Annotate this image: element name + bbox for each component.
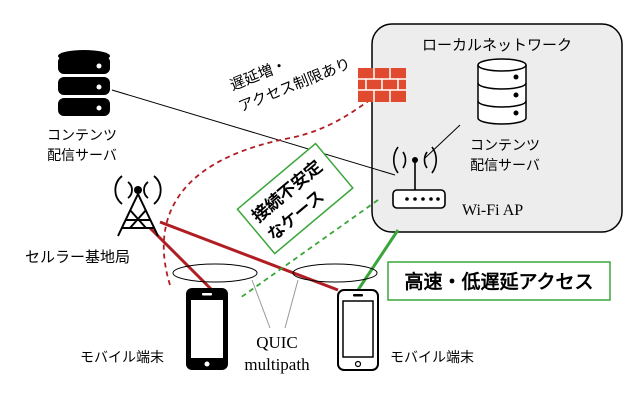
- cellular-link-right-phone: [159, 220, 339, 292]
- wifi-ap-icon: [392, 146, 446, 209]
- remote-server-label-line2: 配信サーバ: [47, 148, 117, 164]
- mobile-right-label: モバイル端末: [390, 350, 474, 366]
- mobile-left-icon: [186, 288, 228, 370]
- unstable-connection-box: 接続不安定 なケース: [236, 142, 354, 255]
- wifi-link-right-phone: [356, 229, 400, 291]
- firewall-note: 遅延増・ アクセス制限あり: [227, 54, 353, 115]
- firewall-icon: [358, 68, 406, 102]
- mobile-left-label: モバイル端末: [80, 350, 164, 366]
- cell-tower-label: セルラー基地局: [25, 248, 130, 266]
- firewall-delay-path: [162, 99, 371, 286]
- fast-access-box: [387, 261, 611, 301]
- remote-server-to-ap-link: [111, 89, 396, 176]
- mobile-right-icon: [337, 289, 379, 371]
- quic-label-line1: QUIC: [256, 333, 298, 352]
- local-network-label: ローカルネットワーク: [422, 36, 572, 54]
- quic-leader-left: [251, 279, 271, 329]
- multipath-ring-left: [172, 263, 258, 283]
- local-server-label-line2: 配信サーバ: [470, 158, 540, 174]
- multipath-ring-right: [292, 263, 378, 283]
- remote-server-icon: [58, 50, 110, 116]
- cell-tower-icon: [114, 175, 162, 237]
- fast-access-label: 高速・低遅延アクセス: [404, 270, 593, 293]
- remote-server-label-line1: コンテンツ: [47, 128, 117, 144]
- local-network-box: [371, 23, 623, 233]
- local-server-to-ap-link: [424, 124, 461, 159]
- unstable-wifi-path: [239, 199, 379, 299]
- wifi-ap-label: Wi-Fi AP: [462, 202, 523, 219]
- quic-label-line2: multipath: [244, 355, 310, 374]
- quic-leader-right: [284, 279, 299, 329]
- local-server-icon: [477, 58, 527, 125]
- local-server-label-line1: コンテンツ: [470, 138, 540, 154]
